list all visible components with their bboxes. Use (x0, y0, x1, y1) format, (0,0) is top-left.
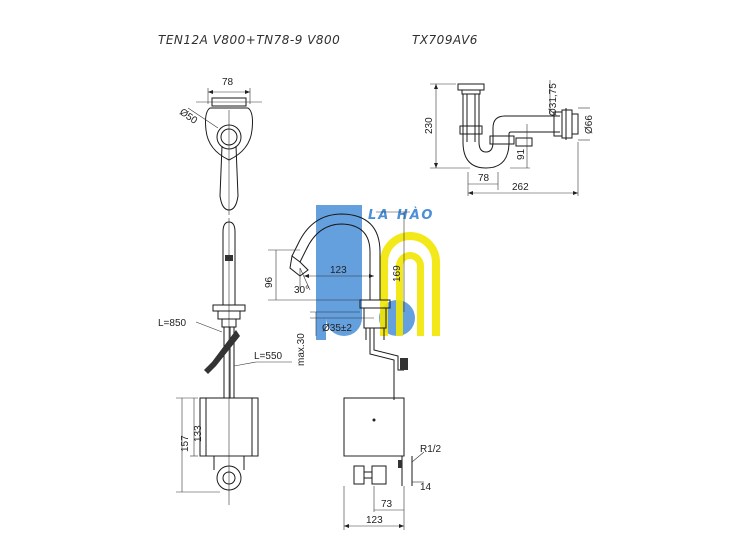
inlet-label: 14 (420, 482, 432, 493)
trap-height-label: 230 (424, 117, 435, 134)
trap-small-width-label: 78 (478, 173, 490, 184)
faucet-side-view: L=850 L=550 157 133 (158, 218, 292, 505)
cable-short-label: L=550 (254, 351, 283, 362)
thread-label: R1/2 (420, 444, 442, 455)
cable-long-label: L=850 (158, 318, 187, 329)
trap-flange-dia-label: Ø66 (584, 115, 595, 134)
watermark-logo: LA HÀO (316, 205, 440, 340)
top-width-label: 78 (222, 77, 234, 88)
box-outer-label: 157 (180, 435, 191, 452)
spout-reach-label: 123 (330, 265, 347, 276)
faucet-front-view: 96 30° 123 169 Ø35±2 max.30 (264, 211, 442, 530)
trap-model-title: TX709AV6 (412, 33, 478, 47)
sensor-cable (204, 330, 240, 374)
deck-max-label: max.30 (296, 333, 307, 366)
trap-total-width-label: 262 (512, 182, 529, 193)
faucet-top-view: 78 Ø50 (177, 77, 262, 215)
spout-drop-label: 96 (264, 276, 275, 288)
spout-height-label: 169 (392, 265, 403, 282)
box-width-label: 123 (366, 515, 383, 526)
watermark-yellow-inner (396, 252, 424, 336)
box-inner-label: 133 (193, 425, 204, 442)
trap-outlet-height-label: 91 (516, 148, 527, 160)
trap-drawing: 230 91 Ø31,75 Ø66 78 262 (424, 80, 595, 196)
spout-angle-label: 30° (294, 285, 309, 296)
watermark-blue-shape (316, 205, 362, 340)
trap-pipe-dia-label: Ø31,75 (548, 83, 559, 116)
box-offset-label: 73 (381, 499, 393, 510)
hole-dia-label: Ø35±2 (322, 323, 352, 334)
faucet-model-title: TEN12A V800+TN78-9 V800 (158, 33, 341, 47)
top-dia-label: Ø50 (177, 107, 199, 127)
watermark-text: LA HÀO (368, 207, 434, 223)
